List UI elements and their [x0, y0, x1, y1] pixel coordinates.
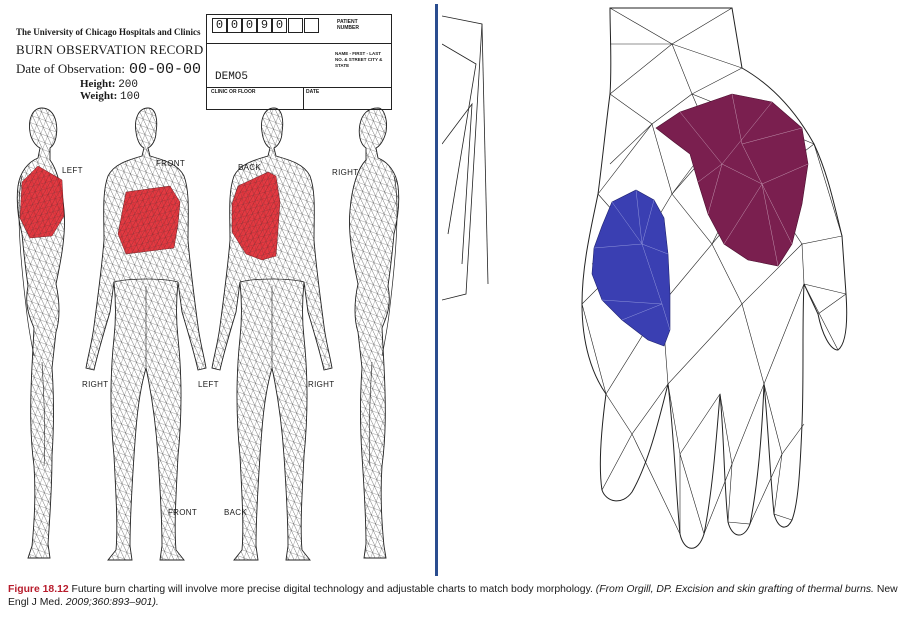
- body-view-back: [212, 108, 332, 560]
- blank-digit-box: [304, 18, 319, 33]
- caption-label: Figure 18.12: [8, 584, 69, 595]
- burn-chart-panel: The University of Chicago Hospitals and …: [6, 6, 430, 568]
- date-label: Date of Observation:: [16, 61, 125, 76]
- view-label: LEFT: [198, 380, 219, 389]
- view-label: RIGHT: [308, 380, 334, 389]
- date-value: 00-00-00: [129, 61, 201, 78]
- view-label: BACK: [224, 508, 247, 517]
- body-wireframe-views: [6, 106, 430, 568]
- clinic-label: CLINIC OR FLOOR: [211, 89, 255, 95]
- weight-value: 100: [120, 91, 140, 103]
- date-box-label: DATE: [306, 89, 319, 95]
- observation-date: Date of Observation: 00-00-00: [16, 61, 201, 78]
- height-label: Height:: [80, 78, 115, 90]
- body-view-front: [86, 108, 206, 560]
- body-view-left-side: [17, 108, 64, 558]
- divider-line: [207, 43, 391, 44]
- panel-divider: [435, 4, 438, 576]
- patient-name: DEMO5: [215, 71, 248, 83]
- figure-caption: Figure 18.12 Future burn charting will i…: [8, 583, 903, 609]
- id-digit: 0: [242, 18, 257, 33]
- view-label: LEFT: [62, 166, 83, 175]
- hand-wireframe: [442, 4, 852, 570]
- address-text: NAME - FIRST - LAST NO. & STREET CITY & …: [335, 51, 385, 69]
- view-label: FRONT: [168, 508, 197, 517]
- plate-text: PATIENT NUMBER: [337, 19, 363, 31]
- view-label: BACK: [238, 163, 261, 172]
- record-title: BURN OBSERVATION RECORD: [16, 42, 204, 58]
- view-label: FRONT: [156, 159, 185, 168]
- caption-citation: 2009;360:893–901).: [66, 597, 159, 608]
- view-label: RIGHT: [82, 380, 108, 389]
- id-digit: 0: [227, 18, 242, 33]
- id-digit: 9: [257, 18, 272, 33]
- weight-label: Weight:: [80, 90, 117, 102]
- id-digit: 0: [212, 18, 227, 33]
- patient-id-digits: 0 0 0 9 0: [212, 18, 319, 33]
- blank-digit-box: [288, 18, 303, 33]
- id-digit: 0: [272, 18, 287, 33]
- divider-line: [207, 87, 391, 88]
- patient-plate-box: 0 0 0 9 0 PATIENT NUMBER NAME - FIRST - …: [206, 14, 392, 110]
- hand-wireframe-panel: [442, 4, 852, 570]
- weight-row: Weight: 100: [80, 90, 140, 103]
- view-label: RIGHT: [332, 168, 358, 177]
- caption-text: Future burn charting will involve more p…: [72, 584, 593, 595]
- institution-name: The University of Chicago Hospitals and …: [16, 27, 201, 37]
- caption-source: (From Orgill, DP. Excision and skin graf…: [596, 584, 874, 595]
